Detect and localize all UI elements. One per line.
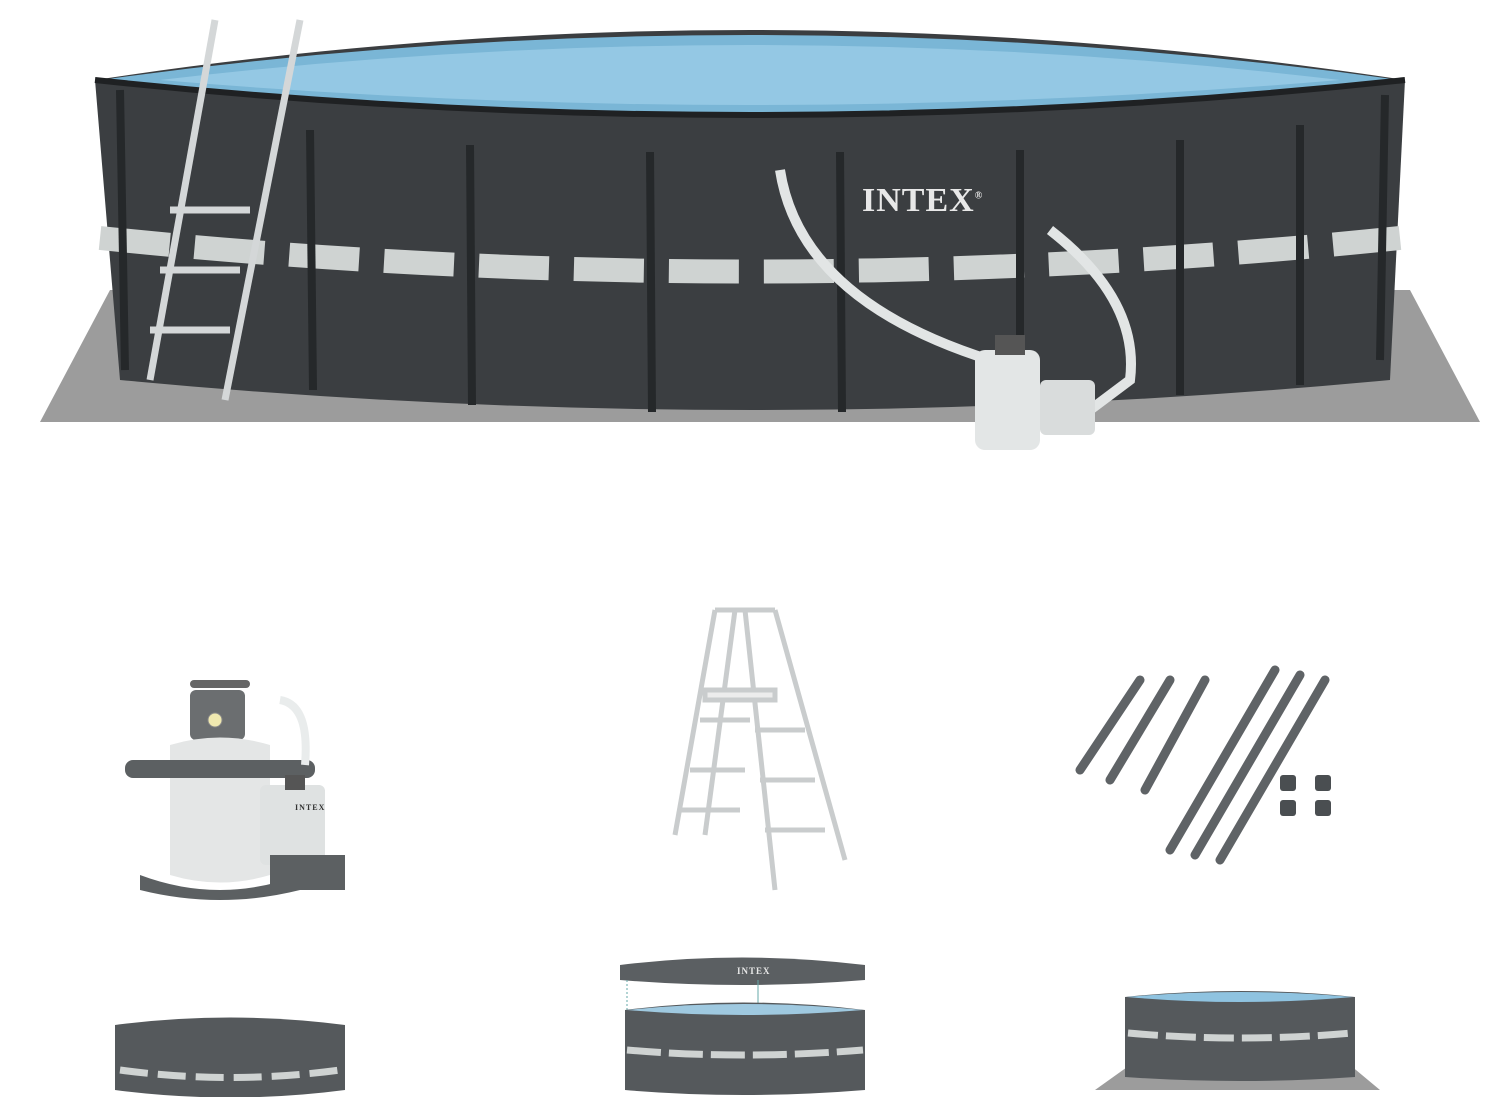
pump-brand-label: INTEX [295, 803, 326, 812]
pool-with-ground-cloth-image [1090, 985, 1390, 1097]
cover-brand-label: INTEX [737, 966, 771, 976]
main-pool-image: INTEX® [0, 0, 1500, 470]
pool-brand-logo: INTEX® [862, 182, 984, 219]
pool-with-cover-image: INTEX [615, 950, 870, 1097]
pool-cover-closed-image [110, 1010, 350, 1098]
sand-filter-pump-image: INTEX [120, 665, 350, 905]
pool-ladder-image [655, 600, 855, 900]
pool-illustration [40, 19, 1480, 450]
support-legs-image [1070, 660, 1380, 920]
